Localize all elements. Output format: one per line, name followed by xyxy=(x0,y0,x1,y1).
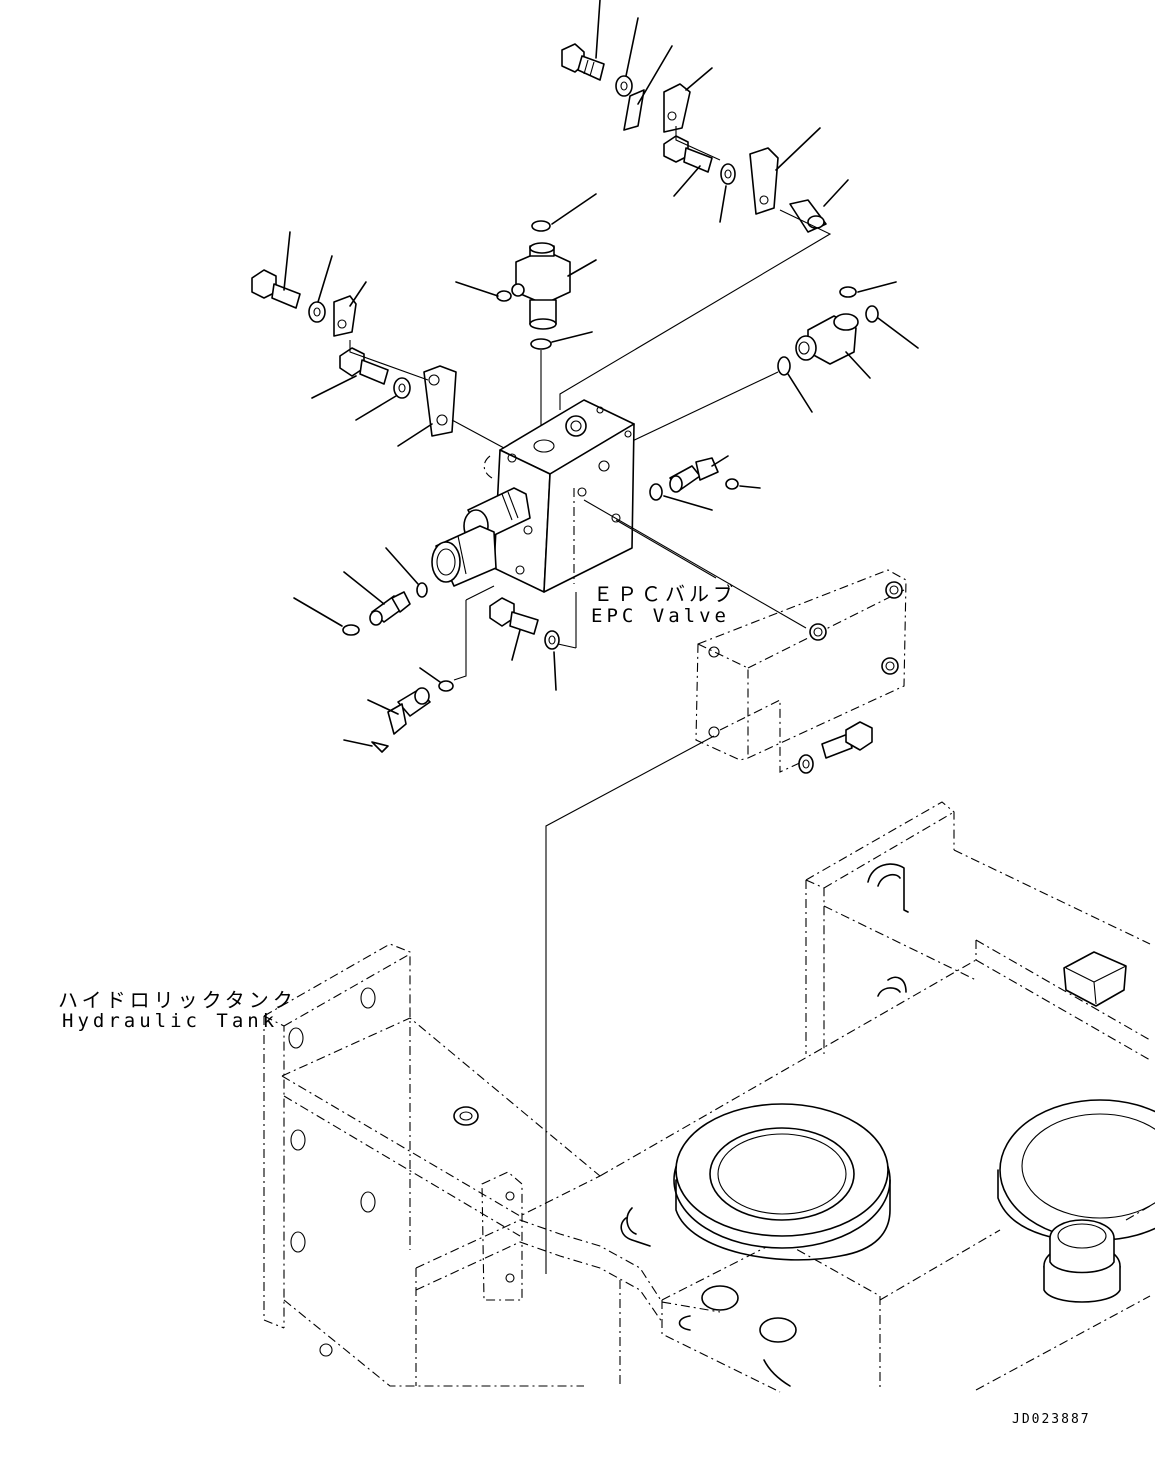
right-top-o-ring xyxy=(839,281,897,298)
left-port-o-ring xyxy=(385,547,428,598)
spacer-collar xyxy=(789,179,849,233)
top-bolt xyxy=(561,0,605,81)
pressure-sensor xyxy=(795,313,871,379)
epc-mount-washer xyxy=(544,630,560,691)
top-bracket xyxy=(663,67,713,133)
mid-washer xyxy=(719,163,736,223)
epc-mount-bolt xyxy=(489,597,539,661)
hydraulic-tank-label-en: Hydraulic Tank xyxy=(62,1010,279,1032)
drawing-code: JD023887 xyxy=(1012,1412,1091,1427)
bracket-bolt xyxy=(821,721,873,759)
top-o-ring xyxy=(531,193,597,232)
side-o-ring xyxy=(455,281,512,302)
solenoid-valve xyxy=(511,242,597,330)
elbow-fitting-o-ring xyxy=(725,478,761,490)
angled-fitting xyxy=(367,687,431,735)
epc-valve-label-jp: ＥＰＣバルブ xyxy=(593,582,737,606)
epc-valve-label-en: EPC Valve xyxy=(591,605,730,627)
right-port-o-ring xyxy=(649,483,713,511)
elbow-fitting-right xyxy=(669,455,729,493)
angled-fitting-cap xyxy=(343,739,389,753)
hydraulic-tank-label-jp: ハイドロリックタンク xyxy=(58,988,297,1012)
lower-o-ring xyxy=(419,667,454,692)
sensor-o-ring xyxy=(777,356,813,413)
straight-fitting xyxy=(343,571,411,626)
mounting-bracket xyxy=(695,569,907,773)
hydraulic-tank-frame xyxy=(263,801,1155,1393)
epc-solenoid-lower xyxy=(431,525,497,587)
left-top-bolt xyxy=(251,231,301,309)
left-clip xyxy=(333,281,367,337)
bottom-o-ring xyxy=(530,331,593,350)
mid-bracket xyxy=(749,127,821,215)
fitting-cap xyxy=(293,597,360,636)
left-washer xyxy=(308,255,333,323)
top-clip xyxy=(623,45,673,131)
epc-valve-body xyxy=(483,399,635,593)
bracket-washer xyxy=(798,754,814,774)
left-mid-bolt xyxy=(311,347,389,399)
top-washer xyxy=(615,17,639,97)
left-bracket xyxy=(397,365,457,447)
left-mid-washer xyxy=(355,377,411,421)
right-o-ring xyxy=(865,305,919,349)
